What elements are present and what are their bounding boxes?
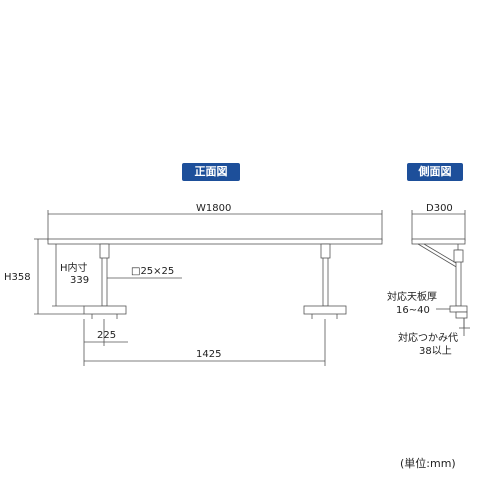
span-label: 1425 [196, 349, 222, 360]
unit-note: (単位:mm) [400, 457, 456, 470]
height-label: H358 [4, 272, 31, 283]
post-size-label: □25×25 [131, 266, 175, 277]
clamp-label: 対応つかみ代 [398, 333, 458, 344]
side-tabletop [411, 238, 466, 245]
tabletop [47, 238, 383, 245]
side-clamp-bottom [455, 311, 468, 319]
top-thickness-value: 16~40 [396, 305, 430, 316]
right-foot [303, 305, 347, 315]
inner-height-value: 339 [70, 275, 90, 286]
side-clamp-top [449, 305, 468, 313]
width-label: W1800 [196, 203, 232, 214]
side-bracket-inner [423, 243, 457, 264]
inner-height-label: H内寸 [60, 263, 88, 274]
front-view-lines [34, 210, 383, 366]
depth-label: D300 [426, 203, 453, 214]
left-foot [83, 305, 127, 315]
right-post-cap [320, 243, 331, 259]
side-post-cap [453, 249, 464, 263]
top-thickness-label: 対応天板厚 [387, 292, 437, 303]
side-view-lines [411, 210, 470, 336]
front-view-badge: 正面図 [182, 163, 240, 181]
side-bracket [417, 243, 459, 269]
left-post-cap [99, 243, 110, 259]
clamp-value: 38以上 [419, 346, 452, 357]
offset-label: 225 [97, 330, 117, 341]
side-view-badge: 側面図 [407, 163, 463, 181]
